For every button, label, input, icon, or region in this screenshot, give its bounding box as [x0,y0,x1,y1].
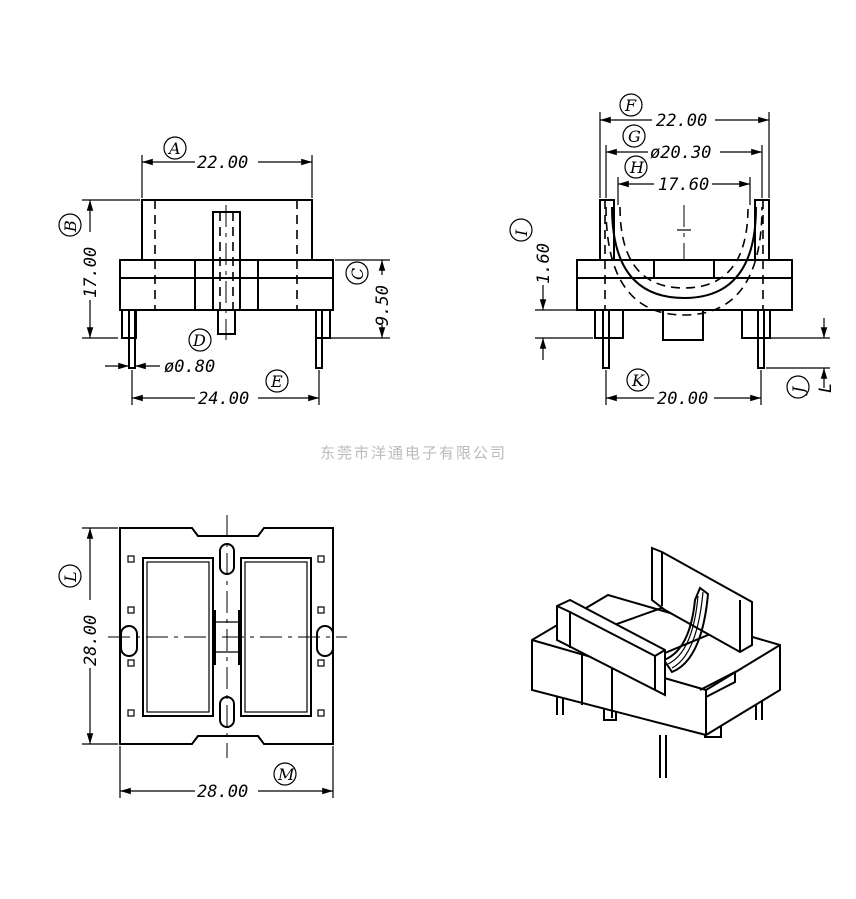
label-h: H [629,158,645,177]
dim-i-value: 1.60 [534,243,554,284]
label-k-circle [626,368,650,392]
label-f: F [624,96,637,115]
label-b-circle [58,213,82,237]
label-g-circle [622,124,646,148]
isometric-view [531,546,781,778]
label-k: K [631,371,645,390]
dim-d-value: ø0.80 [164,357,215,377]
dim-m-value: 28.00 [197,782,248,802]
label-h-circle [624,155,648,179]
bottom-view: 28.00 L 28.00 M [58,515,347,802]
dim-e-value: 24.00 [198,389,249,409]
label-d: D [192,331,206,350]
front-view: 22.00 A 17.00 B 9.50 C ø0.80 D 24.00 E [58,136,393,409]
label-c: C [348,268,367,280]
side-view: 22.00 F ø20.30 G 17.60 H 1.60 I L J [509,93,836,409]
dim-j-value: L [816,383,836,393]
label-a: A [167,139,181,158]
dim-g-value: ø20.30 [650,143,711,163]
dim-f-value: 22.00 [656,111,707,131]
label-a-circle [163,136,187,160]
label-b: B [61,220,80,233]
label-i: I [512,229,531,237]
dim-l-value: 28.00 [81,615,101,666]
dim-k-value: 20.00 [657,389,708,409]
label-m-circle [273,762,297,786]
label-c-circle [345,261,369,285]
label-d-circle [188,328,212,352]
front-upper-body [141,199,313,261]
dim-a-value: 22.00 [197,153,248,173]
label-e-circle [265,369,289,393]
label-f-circle [619,93,643,117]
dim-b-value: 17.00 [81,247,101,298]
company-watermark: 东莞市洋通电子有限公司 [320,444,507,462]
label-m: M [277,765,295,784]
label-l-circle [58,564,82,588]
label-e: E [270,372,283,391]
label-l: L [61,571,80,583]
label-g: G [628,127,641,146]
dim-c-value: 9.50 [373,285,393,326]
label-j: J [789,385,808,396]
label-i-circle [509,218,533,242]
dim-h-value: 17.60 [658,175,709,195]
label-j-circle [786,375,810,399]
